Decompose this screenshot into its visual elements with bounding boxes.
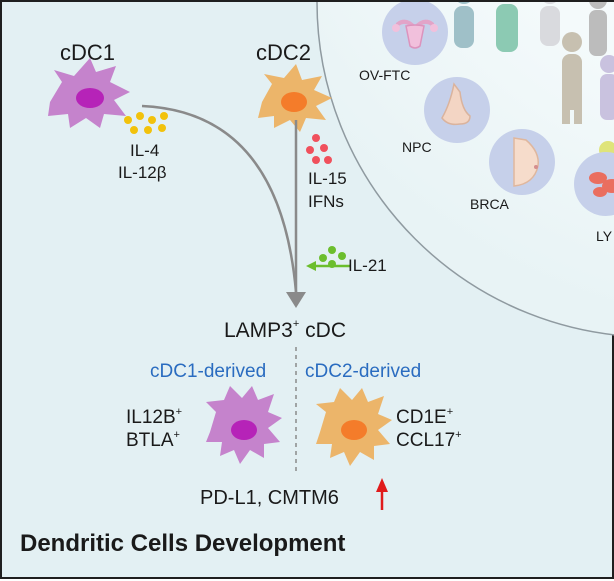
human-figure-icon xyxy=(454,2,474,48)
cdc2-label: cDC2 xyxy=(256,40,312,65)
cdc1-derived-label: cDC1-derived xyxy=(150,361,267,382)
il21-dots xyxy=(319,246,346,268)
lamp3-arrowhead xyxy=(286,292,306,308)
nose-icon xyxy=(441,82,471,126)
organ-lymph xyxy=(574,152,614,216)
human-figure-icon xyxy=(589,2,607,56)
lymph-node-icon xyxy=(589,172,614,197)
human-figure-icon xyxy=(496,4,518,52)
cdc1-label: cDC1 xyxy=(60,40,116,65)
cancer-types-circle xyxy=(316,2,614,336)
organ-label-ovftc: OV-FTC xyxy=(359,67,411,83)
breast-icon xyxy=(513,137,539,187)
il21-label: IL-21 xyxy=(348,256,387,275)
up-arrow-icon xyxy=(376,478,388,510)
cdc2-factor-2: IFNs xyxy=(308,192,344,211)
organ-breast xyxy=(489,129,555,195)
organ-label-npc: NPC xyxy=(402,139,432,155)
cdc1-factor-1: IL-4 xyxy=(130,141,160,160)
cdc1-to-lamp3-arrow xyxy=(141,104,298,293)
cdc2-derived-cell xyxy=(316,388,392,466)
uterus-icon xyxy=(392,19,438,49)
cdc2-factor-1: IL-15 xyxy=(308,169,347,188)
human-figure-icon xyxy=(540,2,560,46)
il4-dots xyxy=(124,112,168,134)
right-marker-1: CD1E+ xyxy=(396,406,454,428)
cdc1-factor-2: IL-12β xyxy=(118,163,167,182)
organ-ovary xyxy=(382,2,448,65)
figure-title: Dendritic Cells Development xyxy=(20,530,346,557)
right-marker-2: CCL17+ xyxy=(396,429,462,451)
left-marker-1: IL12B+ xyxy=(126,406,183,428)
organ-nose xyxy=(424,77,490,143)
organ-label-ly: LY xyxy=(596,228,613,244)
cdc2-derived-label: cDC2-derived xyxy=(305,361,422,382)
lamp3-cdc-label: LAMP3+ cDC xyxy=(224,318,346,342)
checkpoint-label: PD-L1, CMTM6 xyxy=(200,487,339,509)
il15-dots xyxy=(306,134,332,164)
organ-label-brca: BRCA xyxy=(470,196,509,212)
human-figure-icon xyxy=(562,32,582,124)
cdc1-derived-cell xyxy=(206,386,282,464)
left-marker-2: BTLA+ xyxy=(126,429,180,451)
human-figure-icon xyxy=(600,55,614,120)
cdc1-cell xyxy=(48,58,130,128)
cdc2-cell xyxy=(258,64,332,132)
